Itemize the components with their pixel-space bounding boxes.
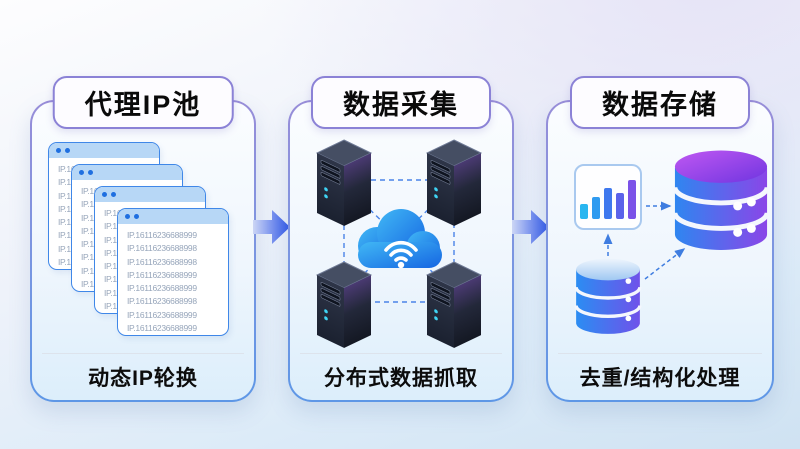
server-icon [316,261,372,349]
window-dot-icon [102,192,107,197]
server-icon [316,139,372,227]
panel-footer-label: 分布式数据抓取 [324,367,478,390]
ip-address-text: IP.16116236688999 [127,283,197,294]
panel-data-collection: 分布式数据抓取 数据采集 [288,76,514,402]
window-dot-icon [65,148,70,153]
server-icon [426,139,482,227]
panel-data-storage: 去重/结构化处理 数据存储 [546,76,774,402]
window-titlebar [72,165,182,180]
window-dot-icon [56,148,61,153]
database-icon [574,258,642,334]
storage-connectors [603,201,686,280]
chart-bar [580,204,588,219]
window-dot-icon [79,170,84,175]
window-dot-icon [134,214,139,219]
ip-address-text: IP.16116236688998 [127,243,197,254]
ip-address-text: IP.16116236688999 [127,323,197,334]
window-dot-icon [125,214,130,219]
flow-arrow-icon [253,210,290,244]
panel-title-badge: 数据采集 [311,76,491,129]
window-titlebar [118,209,228,224]
panel-title-badge: 代理IP池 [52,76,234,129]
panel-footer-label: 去重/结构化处理 [579,367,741,390]
ip-address-text: IP.16116236688998 [127,296,197,307]
panel-title-badge: 数据存储 [570,76,750,129]
chart-bars [580,175,636,219]
panel-data-collection-body: 分布式数据抓取 [290,102,512,400]
panel-footer-label: 动态IP轮换 [88,367,198,390]
bar-chart-icon [574,164,642,230]
chart-bar [616,192,624,219]
database-icon [672,150,770,250]
chart-bar [604,188,612,219]
ip-address-text: IP.16116236688999 [127,309,197,320]
footer-divider [300,353,502,354]
footer-divider [558,353,762,354]
window-titlebar [49,143,159,158]
window-dot-icon [111,192,116,197]
ip-address-text: IP.16116236688998 [127,256,197,267]
footer-divider [42,353,244,354]
window-dot-icon [88,170,93,175]
ip-address-text: IP.16116236688999 [127,269,197,280]
window-titlebar [95,187,205,202]
panel-data-storage-body: 去重/结构化处理 [548,102,772,400]
server-icon [426,261,482,349]
ip-address-text: IP.16116236688999 [127,230,197,240]
server-cluster-graphic [316,139,482,349]
chart-bar [592,197,600,219]
flow-arrow-icon [512,210,549,244]
chart-bar [628,180,636,219]
cloud-wifi-icon [358,209,442,269]
